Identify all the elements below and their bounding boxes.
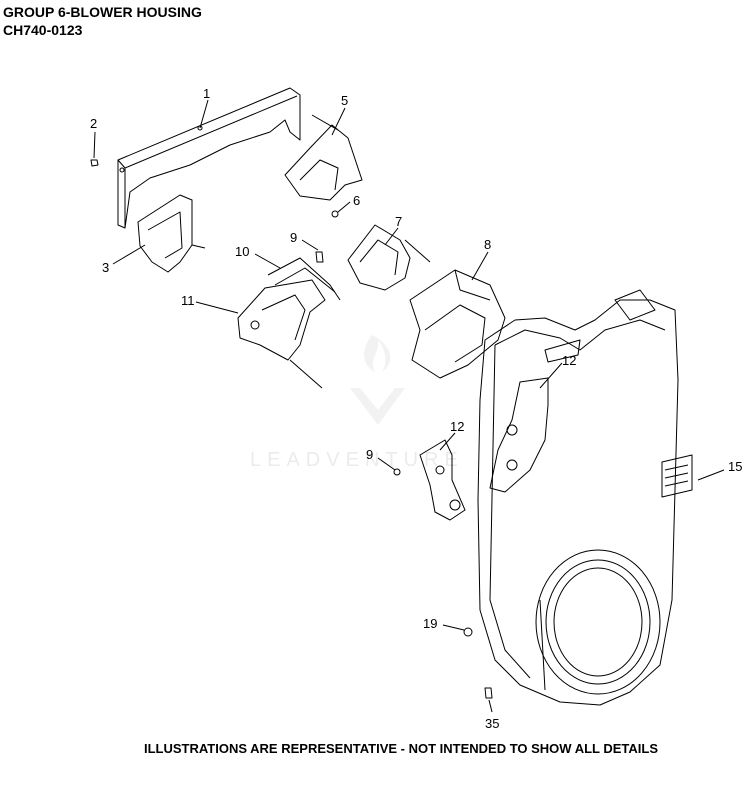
- part-35-screw[interactable]: [484, 687, 493, 699]
- part-9-screw-lower[interactable]: [393, 468, 401, 476]
- callout-15: 15: [728, 459, 742, 474]
- callout-6: 6: [353, 193, 360, 208]
- leader-lines: [93, 99, 725, 713]
- callout-2: 2: [90, 116, 97, 131]
- part-15-decal[interactable]: [661, 454, 693, 498]
- diagram-header: GROUP 6-BLOWER HOUSING CH740-0123: [3, 3, 202, 39]
- watermark-text: LEADVENTURE: [250, 449, 464, 471]
- callout-5: 5: [341, 93, 348, 108]
- part-3-baffle[interactable]: [137, 194, 206, 273]
- part-5-baffle[interactable]: [284, 114, 363, 201]
- model-number: CH740-0123: [3, 22, 83, 38]
- diagram-title: GROUP 6-BLOWER HOUSING: [3, 4, 202, 20]
- callout-19: 19: [423, 616, 437, 631]
- part-19-screw[interactable]: [463, 627, 473, 637]
- part-10-gasket[interactable]: [267, 257, 341, 301]
- callout-9-upper: 9: [290, 230, 297, 245]
- callout-labels: 1 2 3 5 6 7 8 9 10 11 12 12 9 15 19 35: [90, 86, 742, 731]
- part-9-screw-upper[interactable]: [315, 251, 324, 263]
- watermark-logo: LEADVENTURE: [250, 335, 464, 471]
- callout-12-right: 12: [562, 353, 576, 368]
- part-7-baffle[interactable]: [347, 224, 431, 291]
- callout-12-left: 12: [450, 419, 464, 434]
- part-12-baffle-right[interactable]: [489, 377, 549, 493]
- callout-9-lower: 9: [366, 447, 373, 462]
- part-6-screw[interactable]: [331, 210, 339, 218]
- part-1-bracket[interactable]: [117, 87, 301, 229]
- callout-7: 7: [395, 214, 402, 229]
- disclaimer-note: ILLUSTRATIONS ARE REPRESENTATIVE - NOT I…: [144, 741, 658, 756]
- callout-1: 1: [203, 86, 210, 101]
- callout-3: 3: [102, 260, 109, 275]
- callout-10: 10: [235, 244, 249, 259]
- callout-8: 8: [484, 237, 491, 252]
- blower-housing[interactable]: [477, 289, 679, 706]
- part-12-baffle-left[interactable]: [419, 439, 466, 521]
- callout-11: 11: [181, 293, 195, 308]
- part-8-shroud[interactable]: [409, 269, 506, 379]
- callout-35: 35: [485, 716, 499, 731]
- part-2-screw[interactable]: [90, 159, 99, 167]
- part-11-baffle[interactable]: [237, 279, 326, 389]
